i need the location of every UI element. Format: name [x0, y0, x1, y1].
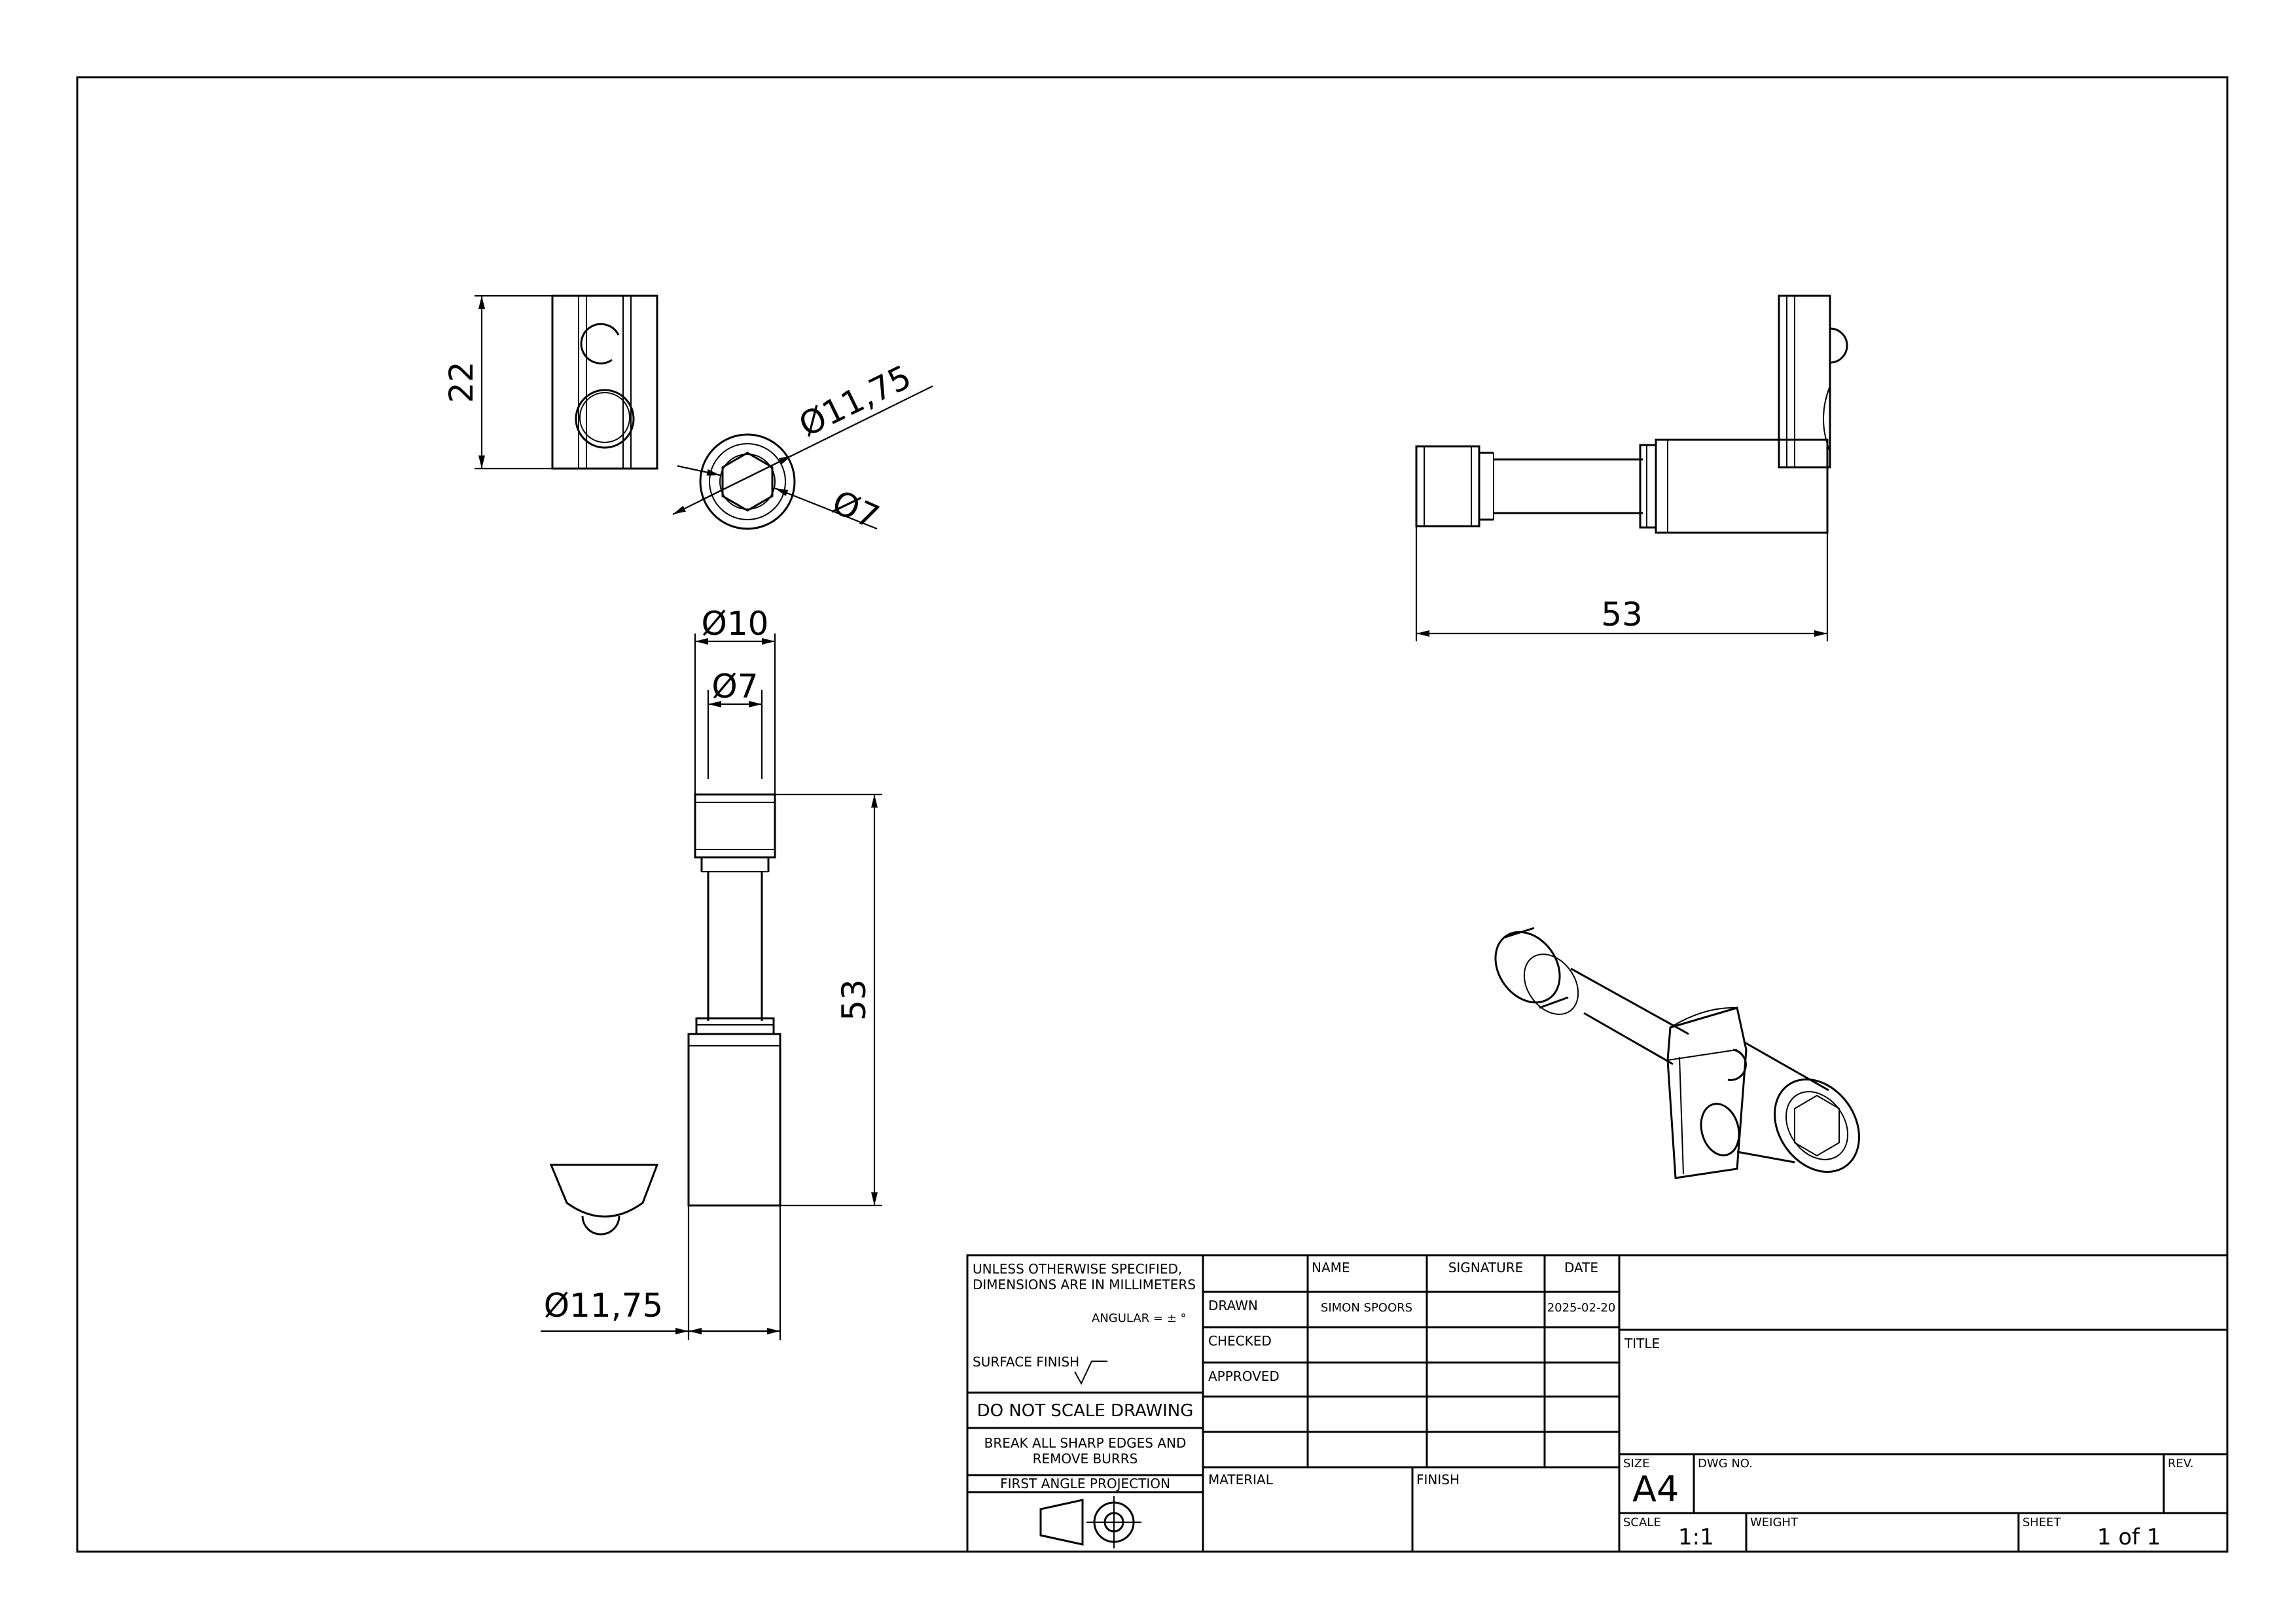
- surface-finish-icon: [1074, 1361, 1107, 1385]
- ring-view: [699, 433, 796, 530]
- angular-tolerance: ANGULAR = ± °: [1092, 1311, 1187, 1325]
- row-drawn: DRAWN: [1208, 1298, 1258, 1313]
- ring-outer-dia-label: Ø11,75: [793, 358, 917, 444]
- finish-label: FINISH: [1416, 1472, 1460, 1488]
- isometric-view: [1494, 927, 1860, 1179]
- size-value: A4: [1632, 1469, 1679, 1510]
- general-note-line2: DIMENSIONS ARE IN MILLIMETERS: [973, 1277, 1196, 1293]
- ring-inner-dia-dimension: Ø7: [677, 465, 885, 537]
- surface-finish-label: SURFACE FINISH: [973, 1354, 1079, 1370]
- front-base-dia-dimension: Ø11,75: [541, 1205, 781, 1340]
- front-length-dimension: 53: [775, 793, 882, 1207]
- break-edges-line2: REMOVE BURRS: [1033, 1451, 1138, 1467]
- row-approved: APPROVED: [1208, 1368, 1280, 1384]
- first-angle-projection-icon: [1039, 1496, 1141, 1548]
- dwg-no-label: DWG NO.: [1698, 1457, 1753, 1471]
- end-view: [551, 294, 658, 470]
- tnut-profile: [549, 1164, 659, 1236]
- title-block: UNLESS OTHERWISE SPECIFIED, DIMENSIONS A…: [966, 1254, 2229, 1553]
- scale-value: 1:1: [1678, 1524, 1714, 1550]
- projection-label: FIRST ANGLE PROJECTION: [1000, 1476, 1170, 1491]
- front-cap-dia-label: Ø10: [702, 605, 769, 643]
- general-note-line1: UNLESS OTHERWISE SPECIFIED,: [973, 1261, 1182, 1277]
- front-base-dia-label: Ø11,75: [544, 1287, 664, 1325]
- front-shaft-dia-dimension: Ø7: [707, 668, 763, 779]
- material-label: MATERIAL: [1208, 1472, 1274, 1488]
- row-checked: CHECKED: [1208, 1333, 1272, 1349]
- size-label: SIZE: [1623, 1457, 1649, 1471]
- end-height-dimension: 22: [442, 294, 552, 470]
- front-shaft-dia-label: Ø7: [711, 668, 758, 705]
- break-edges-line1: BREAK ALL SHARP EDGES AND: [984, 1435, 1187, 1451]
- sheet-label: SHEET: [2022, 1516, 2062, 1529]
- front-cap-dia-dimension: Ø10: [694, 605, 776, 794]
- header-signature: SIGNATURE: [1448, 1260, 1524, 1275]
- front-view: [687, 793, 781, 1207]
- do-not-scale-note: DO NOT SCALE DRAWING: [977, 1401, 1194, 1421]
- sheet-value: 1 of 1: [2097, 1524, 2161, 1550]
- header-name: NAME: [1312, 1260, 1350, 1275]
- drawn-date: 2025-02-20: [1547, 1301, 1616, 1315]
- end-height-label: 22: [442, 361, 480, 403]
- top-length-label: 53: [1601, 596, 1643, 633]
- title-label: TITLE: [1624, 1336, 1660, 1351]
- header-date: DATE: [1564, 1260, 1598, 1275]
- ring-outer-dia-dimension: Ø11,75: [672, 358, 933, 515]
- top-length-dimension: 53: [1415, 526, 1829, 641]
- weight-label: WEIGHT: [1750, 1516, 1799, 1529]
- scale-label: SCALE: [1623, 1516, 1661, 1529]
- drawn-by-name: SIMON SPOORS: [1321, 1301, 1412, 1315]
- top-view: [1415, 294, 1848, 534]
- front-length-label: 53: [835, 979, 873, 1021]
- rev-label: REV.: [2168, 1457, 2194, 1471]
